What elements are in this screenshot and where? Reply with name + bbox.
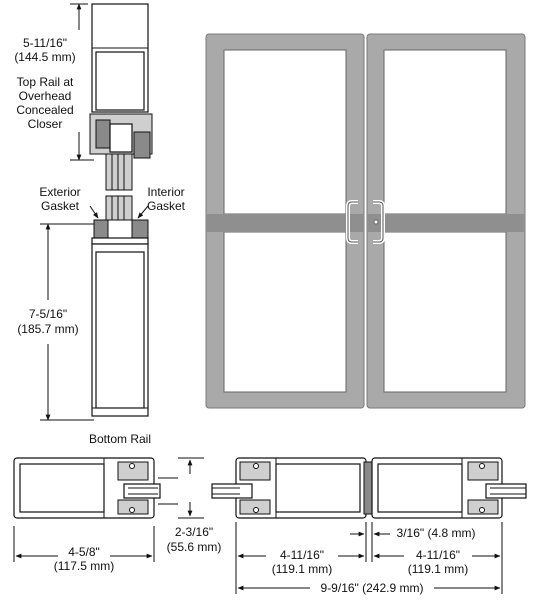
depth-dim-label: 2-3/16": [175, 525, 213, 539]
glazing-channel-upper: [105, 153, 133, 191]
bottom-dim-label: 7-5/16": [29, 307, 67, 321]
interior-gasket-label-1: Interior: [147, 185, 184, 199]
right-upper-glass: [383, 49, 507, 215]
meeting-left-dim-label: 4-11/16": [280, 548, 324, 562]
interior-gasket-label-2: Gasket: [147, 199, 186, 213]
meeting-right-dim-mm-label: (119.1 mm): [408, 562, 468, 576]
bottom-dim-mm-label: (185.7 mm): [17, 322, 78, 336]
depth-dim-mm-label: (55.6 mm): [167, 540, 222, 554]
top-rail-label-2: Overhead: [19, 89, 72, 103]
stile-dim-mm-label: (117.5 mm): [54, 559, 114, 573]
right-lower-glass: [383, 231, 507, 393]
exterior-gasket-label-1: Exterior: [39, 185, 80, 199]
plan-section-stile: 4-5/8" (117.5 mm) 2-3/16" (55.6 mm): [13, 457, 222, 573]
exterior-gasket: [93, 219, 109, 239]
total-dim-label: 9-9/16" (242.9 mm): [321, 581, 424, 595]
gap-dim-label: 3/16" (4.8 mm): [397, 526, 476, 540]
meeting-left-dim-mm-label: (119.1 mm): [272, 562, 332, 576]
door-elevation: [205, 33, 526, 409]
vertical-section: 5-11/16" (144.5 mm) Top Rail at Overhead…: [14, 3, 186, 446]
plan-section-meeting-stiles: 3/16" (4.8 mm) 4-11/16" (119.1 mm) 4-11/…: [211, 457, 527, 595]
bottom-rail-label: Bottom Rail: [89, 432, 151, 446]
top-dim-label: 5-11/16": [23, 36, 67, 50]
pull-handle-icon: [346, 200, 385, 244]
left-upper-glass: [223, 49, 347, 215]
top-rail-label-1: Top Rail at: [17, 75, 74, 89]
exterior-gasket-label-2: Gasket: [41, 199, 80, 213]
meeting-right-dim-label: 4-11/16": [416, 548, 460, 562]
top-dim-mm-label: (144.5 mm): [14, 50, 75, 64]
glazing-channel-lower: [105, 195, 133, 221]
left-lower-glass: [223, 231, 347, 393]
top-rail-label-4: Closer: [28, 117, 63, 131]
left-mid-rail: [206, 214, 364, 232]
interior-gasket: [131, 219, 149, 239]
top-rail-label-3: Concealed: [16, 103, 73, 117]
stile-dim-label: 4-5/8": [68, 545, 100, 559]
right-mid-rail: [367, 214, 525, 232]
